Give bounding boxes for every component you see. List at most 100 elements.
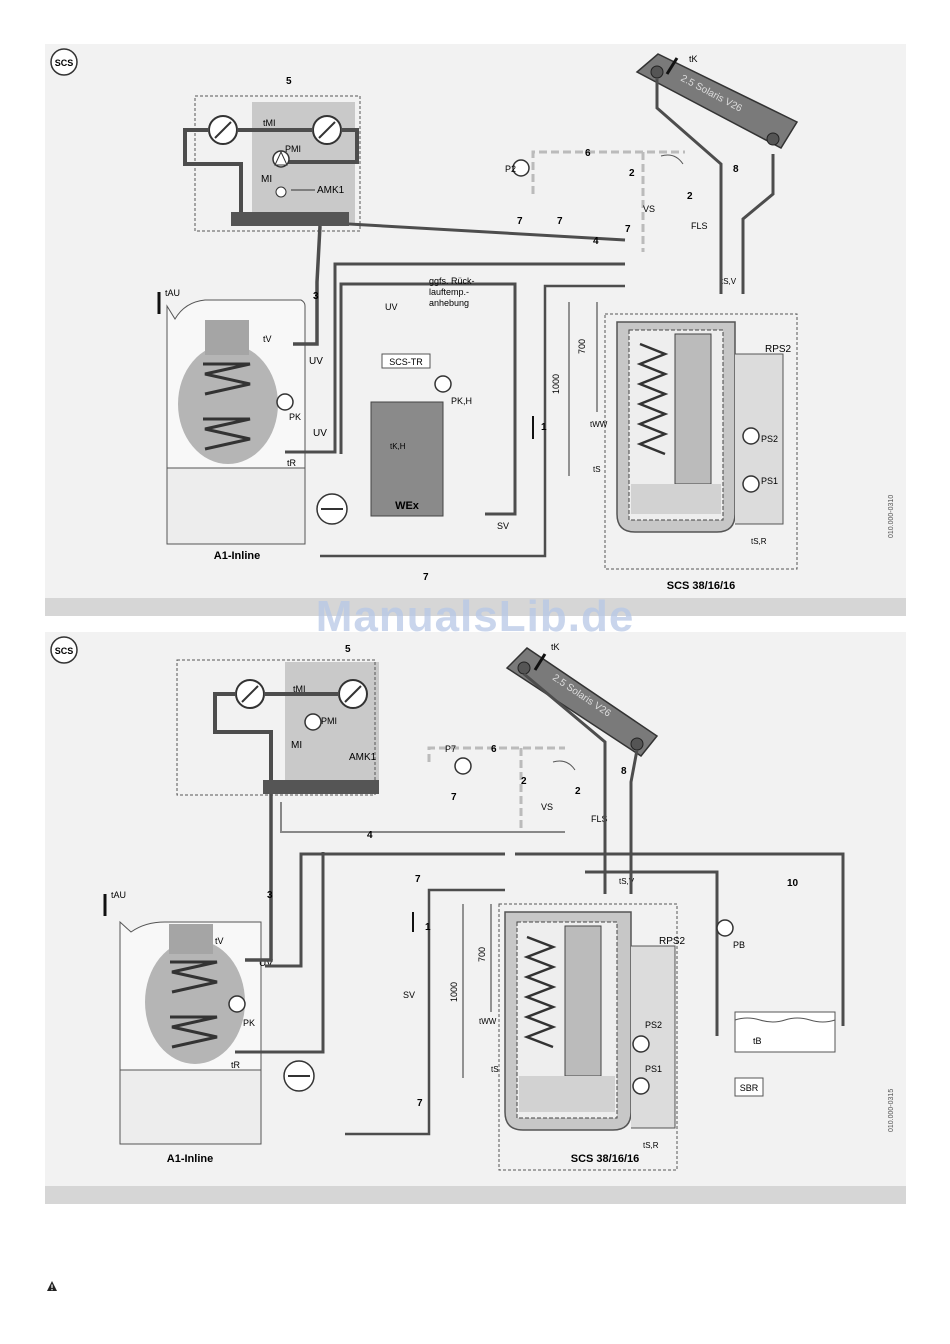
svg-text:PK: PK [243,1018,255,1028]
svg-text:PMI: PMI [321,716,337,726]
svg-text:MI: MI [261,174,272,185]
svg-text:tWW: tWW [479,1017,497,1026]
svg-text:SCS 38/16/16: SCS 38/16/16 [667,580,736,592]
svg-text:lauftemp.-: lauftemp.- [429,287,469,297]
svg-text:010.000-0310: 010.000-0310 [888,495,895,538]
shower-icon [660,154,684,165]
svg-text:7: 7 [415,874,421,885]
svg-text:tV: tV [215,936,224,946]
svg-text:700: 700 [477,947,487,962]
svg-text:2: 2 [629,168,635,179]
svg-text:tK: tK [551,642,560,652]
svg-text:A1-Inline: A1-Inline [167,1153,213,1165]
svg-text:PS1: PS1 [645,1064,662,1074]
svg-text:8: 8 [733,164,739,175]
svg-text:tAU: tAU [165,288,180,298]
svg-text:tS: tS [491,1065,499,1074]
solar-collector: 2.5 Solaris V26 tK [505,642,659,758]
svg-text:5: 5 [286,76,292,87]
svg-text:tMI: tMI [263,118,276,128]
svg-text:6: 6 [491,744,497,755]
svg-text:PK,H: PK,H [451,396,472,406]
hydraulic-diagram-top: SCS 2.5 Solaris V26 tK PMI tMI MI AMK1 [50,48,895,592]
svg-text:FLS: FLS [691,221,708,231]
svg-text:SCS: SCS [55,58,74,68]
svg-text:tWW: tWW [590,420,608,429]
warning-triangle-icon [47,1281,57,1291]
svg-text:tS,R: tS,R [751,537,767,546]
svg-text:SCS: SCS [55,646,74,656]
boiler-a1-inline: A1-Inline [166,299,306,562]
amk-module-area [285,662,379,792]
svg-text:PB: PB [733,940,745,950]
svg-text:5: 5 [345,644,351,655]
solar-collector: 2.5 Solaris V26 tK [635,53,799,149]
svg-text:4: 4 [593,236,599,247]
svg-text:tS,V: tS,V [721,277,737,286]
svg-text:7: 7 [557,216,563,227]
diagram-panel-top: SCS 2.5 Solaris V26 tK PMI tMI MI AMK1 [45,44,906,616]
svg-text:2: 2 [521,776,527,787]
svg-text:SCS 38/16/16: SCS 38/16/16 [571,1153,640,1165]
svg-text:1: 1 [541,422,547,433]
svg-text:700: 700 [577,339,587,354]
storage-tank-scs: SCS 38/16/16 [604,313,798,592]
svg-text:6: 6 [585,148,591,159]
svg-text:tR: tR [287,458,297,468]
svg-text:PMI: PMI [285,144,301,154]
scs-tr-controller [381,353,431,369]
svg-text:1: 1 [425,922,431,933]
sbr-controller [734,1077,764,1097]
svg-text:7: 7 [517,216,523,227]
svg-text:tS: tS [593,465,601,474]
svg-text:7: 7 [625,224,631,235]
svg-text:tR: tR [231,1060,241,1070]
svg-text:P7: P7 [445,744,456,754]
svg-text:tMI: tMI [293,684,306,694]
svg-text:UV: UV [259,958,273,969]
svg-text:RPS2: RPS2 [765,344,792,355]
svg-text:SV: SV [403,990,415,1000]
boiler-a1-inline: A1-Inline [119,920,262,1165]
svg-text:2: 2 [575,786,581,797]
svg-text:VS: VS [541,802,553,812]
svg-text:tS,V: tS,V [619,877,635,886]
svg-text:PS2: PS2 [761,434,778,444]
scs-logo: SCS [50,636,78,664]
distribution-manifold [231,212,349,226]
svg-text:7: 7 [417,1098,423,1109]
svg-text:UV: UV [313,428,327,439]
svg-text:P2: P2 [505,164,516,174]
svg-text:tK: tK [689,54,698,64]
svg-text:WEx: WEx [395,500,420,512]
svg-text:3: 3 [313,291,319,302]
svg-text:MI: MI [291,740,302,751]
svg-text:1000: 1000 [449,982,459,1002]
svg-text:A1-Inline: A1-Inline [214,550,260,562]
svg-text:anhebung: anhebung [429,298,469,308]
svg-text:AMK1: AMK1 [317,185,345,196]
svg-text:RPS2: RPS2 [659,936,686,947]
svg-text:tK,H: tK,H [390,442,406,451]
shower-icon [552,760,576,771]
svg-text:ggfs. Rück-: ggfs. Rück- [429,276,475,286]
svg-text:UV: UV [385,302,398,312]
distribution-manifold [263,780,379,794]
svg-text:3: 3 [267,890,273,901]
svg-text:4: 4 [367,830,373,841]
svg-text:FLS: FLS [591,814,608,824]
diagram-panel-bottom: SCS 2.5 Solaris V26 tK PMI tMI MI AMK1 5 [45,632,906,1204]
hydraulic-diagram-bottom: SCS 2.5 Solaris V26 tK PMI tMI MI AMK1 5 [50,636,895,1171]
panel-footer-bar [45,1186,906,1204]
svg-text:10: 10 [787,878,799,889]
svg-text:1000: 1000 [551,374,561,394]
scs-logo: SCS [50,48,78,76]
svg-text:tB: tB [753,1036,762,1046]
svg-text:7: 7 [423,572,429,583]
svg-text:SV: SV [497,521,509,531]
svg-text:8: 8 [621,766,627,777]
svg-text:UV: UV [309,356,323,367]
svg-text:tAU: tAU [111,890,126,900]
svg-text:tS,R: tS,R [643,1141,659,1150]
svg-text:PK: PK [289,412,301,422]
